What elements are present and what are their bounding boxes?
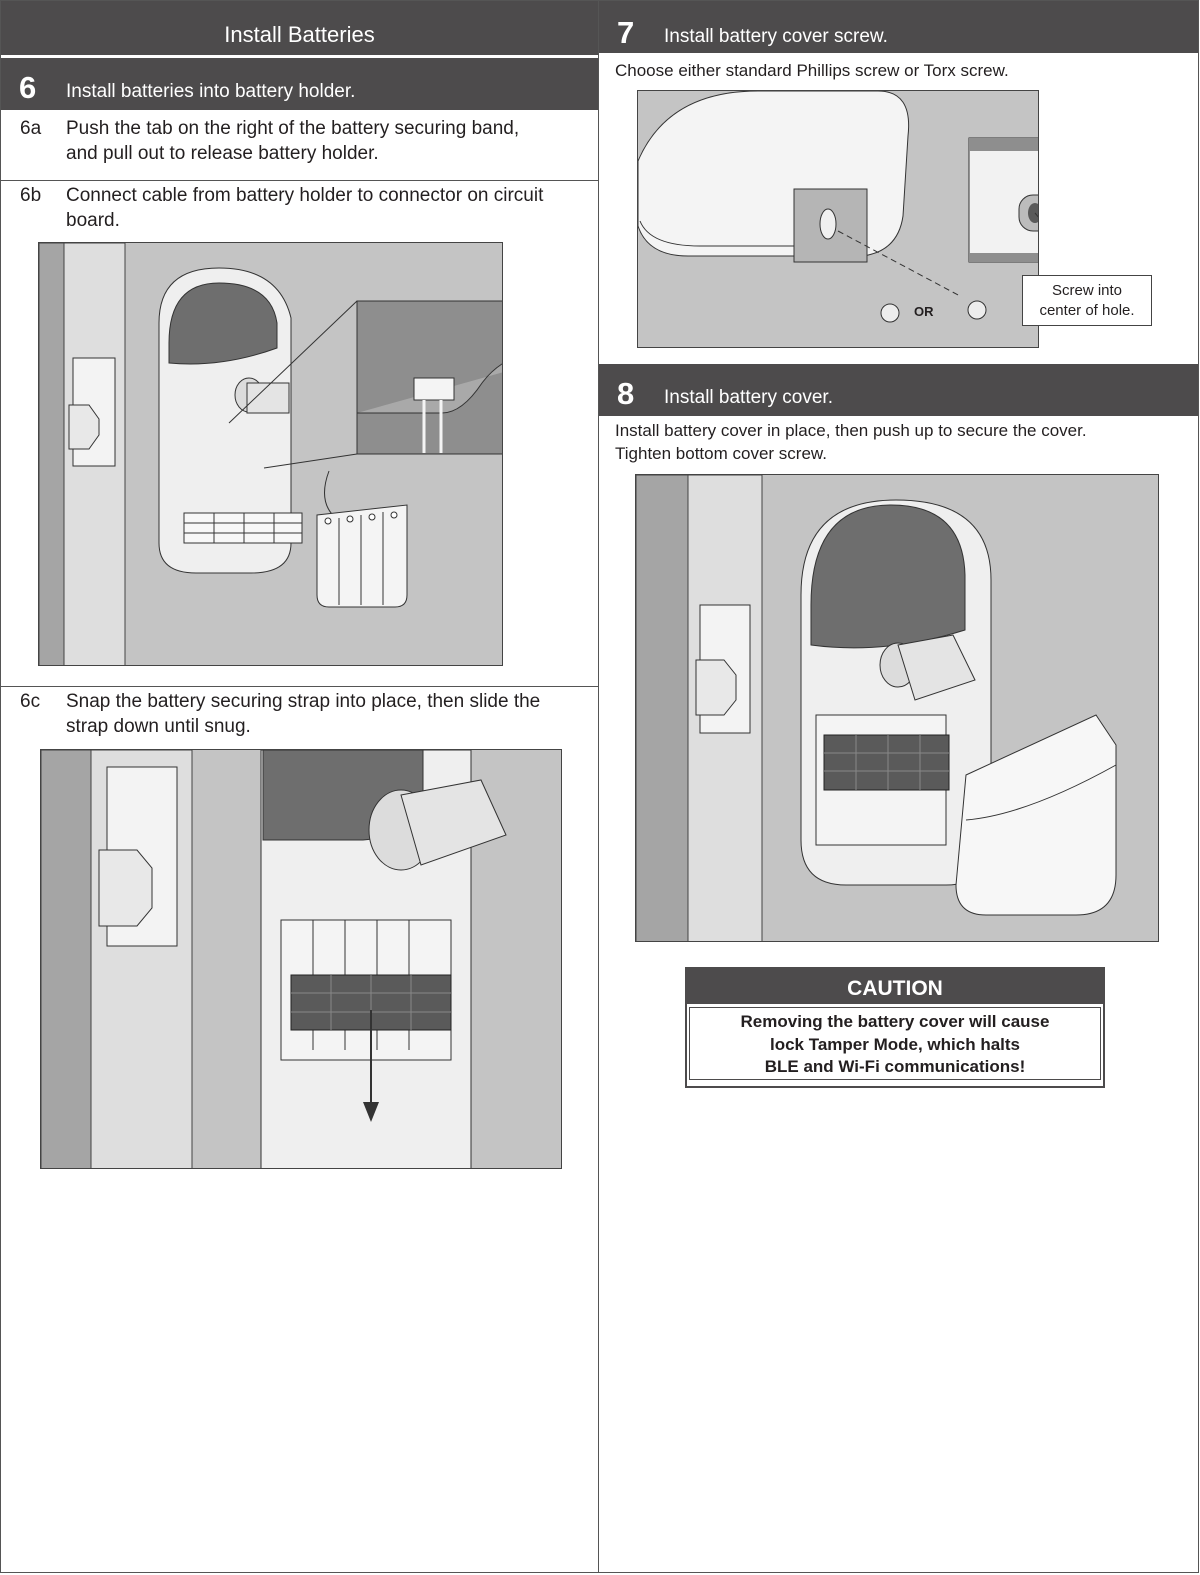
- substep-6c-line-1: Snap the battery securing strap into pla…: [66, 691, 541, 712]
- step-7-instruction: Choose either standard Phillips screw or…: [615, 61, 1009, 80]
- callout-screw-into-center: Screw into center of hole.: [1022, 275, 1152, 326]
- divider: [1, 686, 598, 687]
- step-6-title: Install batteries into battery holder.: [66, 81, 356, 102]
- or-label: OR: [914, 304, 934, 319]
- substep-6b-id: 6b: [20, 185, 42, 206]
- step-7-number: 7: [617, 15, 635, 50]
- step-6-header: 6 Install batteries into battery holder.: [1, 58, 598, 110]
- substep-6b-line-1: Connect cable from battery holder to con…: [66, 185, 544, 206]
- substep-6a-id: 6a: [20, 118, 42, 139]
- callout-line-1: Screw into: [1051, 282, 1123, 299]
- step-8-header: 8 Install battery cover.: [599, 364, 1198, 416]
- caution-line-1: Removing the battery cover will cause: [740, 1012, 1050, 1031]
- step-8-title: Install battery cover.: [664, 387, 833, 408]
- section-title: Install Batteries: [1, 1, 598, 55]
- figure-6c-securing-strap: [40, 749, 562, 1169]
- step-7-title: Install battery cover screw.: [664, 26, 888, 47]
- step-8-instruction-line-2: Tighten bottom cover screw.: [615, 444, 827, 463]
- substep-6c-line-2: strap down until snug.: [66, 716, 251, 737]
- figure-8-battery-cover: [635, 474, 1159, 942]
- caution-line-2: lock Tamper Mode, which halts: [769, 1034, 1020, 1054]
- step-7-header: 7 Install battery cover screw.: [599, 1, 1198, 53]
- substep-6b-line-2: board.: [66, 210, 120, 231]
- substep-6c-text: Snap the battery securing strap into pla…: [66, 689, 591, 739]
- caution-heading: CAUTION: [687, 969, 1103, 1004]
- caution-body: Removing the battery cover will cause lo…: [689, 1007, 1101, 1080]
- substep-6a-line-1: Push the tab on the right of the battery…: [66, 118, 520, 139]
- step-6-number: 6: [19, 70, 37, 105]
- caution-line-3: BLE and Wi-Fi communications!: [764, 1057, 1026, 1076]
- substep-6b-text: Connect cable from battery holder to con…: [66, 183, 591, 233]
- step-8-instruction: Install battery cover in place, then pus…: [615, 419, 1190, 465]
- figure-6b-cable-connection: [38, 242, 503, 666]
- substep-6c-id: 6c: [20, 691, 41, 712]
- caution-box: CAUTION Removing the battery cover will …: [685, 967, 1105, 1088]
- step-8-number: 8: [617, 376, 635, 411]
- substep-6a-text: Push the tab on the right of the battery…: [66, 116, 591, 166]
- divider: [1, 180, 598, 181]
- right-column: 7 Install battery cover screw. Choose ei…: [599, 0, 1199, 1573]
- callout-line-2: center of hole.: [1039, 302, 1135, 319]
- left-column: Install Batteries 6 Install batteries in…: [0, 0, 599, 1573]
- figure-7-cover-screw: OR: [637, 90, 1039, 348]
- substep-6a-line-2: and pull out to release battery holder.: [66, 143, 379, 164]
- step-8-instruction-line-1: Install battery cover in place, then pus…: [615, 421, 1087, 440]
